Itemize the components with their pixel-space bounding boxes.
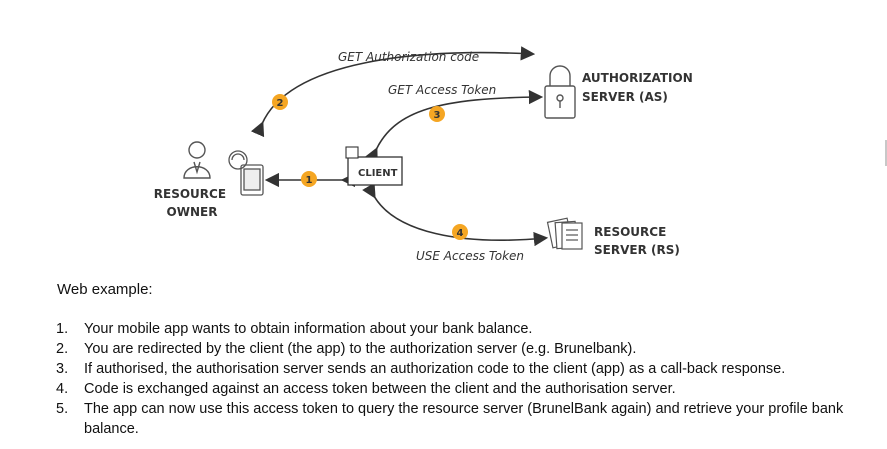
authorization-server-label: AUTHORIZATION SERVER (AS) [582,71,697,104]
step-badge-2: 2 [272,94,288,110]
oauth-flow-diagram: GET Authorization code GET Access Token … [154,46,697,263]
step-badge-3: 3 [429,106,445,122]
list-item: 4. Code is exchanged against an access to… [56,379,856,399]
browser-device-icon [228,150,264,196]
step-text: You are redirected by the client (the ap… [84,341,637,357]
web-example-heading: Web example: [57,281,153,298]
svg-text:3: 3 [434,110,441,121]
svg-text:4: 4 [457,228,464,239]
svg-text:1: 1 [306,175,313,186]
use-access-token-label: USE Access Token [416,249,524,263]
list-item: 2. You are redirected by the client (the … [56,339,856,359]
resource-owner-label: RESOURCE OWNER [154,187,230,219]
person-icon [183,141,211,179]
step-number: 1. [56,321,69,337]
scrollbar-thumb[interactable] [885,140,887,166]
use-access-token-arrow [362,182,549,247]
get-authorization-code-label: GET Authorization code [338,50,479,64]
step-number: 2. [56,341,69,357]
step-text: If authorised, the authorisation server … [84,361,786,377]
step-number: 3. [56,361,69,377]
step-badge-1: 1 [301,171,317,187]
step-text: Code is exchanged against an access toke… [84,381,676,397]
list-item: 3. If authorised, the authorisation serve… [56,359,856,379]
steps-list: 1. Your mobile app wants to obtain inform… [56,319,856,439]
get-access-token-arrow [364,89,544,164]
step-number: 4. [56,381,69,397]
resource-server-label: RESOURCE SERVER (RS) [594,225,680,257]
step-text: Your mobile app wants to obtain informat… [84,321,533,337]
get-access-token-label: GET Access Token [388,83,496,97]
client-box: CLIENT [345,146,403,186]
svg-text:CLIENT: CLIENT [358,168,398,179]
step-text: The app can now use this access token to… [84,401,844,437]
step-badge-4: 4 [452,224,468,240]
svg-text:2: 2 [277,98,284,109]
documents-icon [546,217,583,250]
step-number: 5. [56,401,69,417]
lock-icon [544,65,576,119]
list-item: 5. The app can now use this access token … [56,399,856,439]
list-item: 1. Your mobile app wants to obtain inform… [56,319,856,339]
